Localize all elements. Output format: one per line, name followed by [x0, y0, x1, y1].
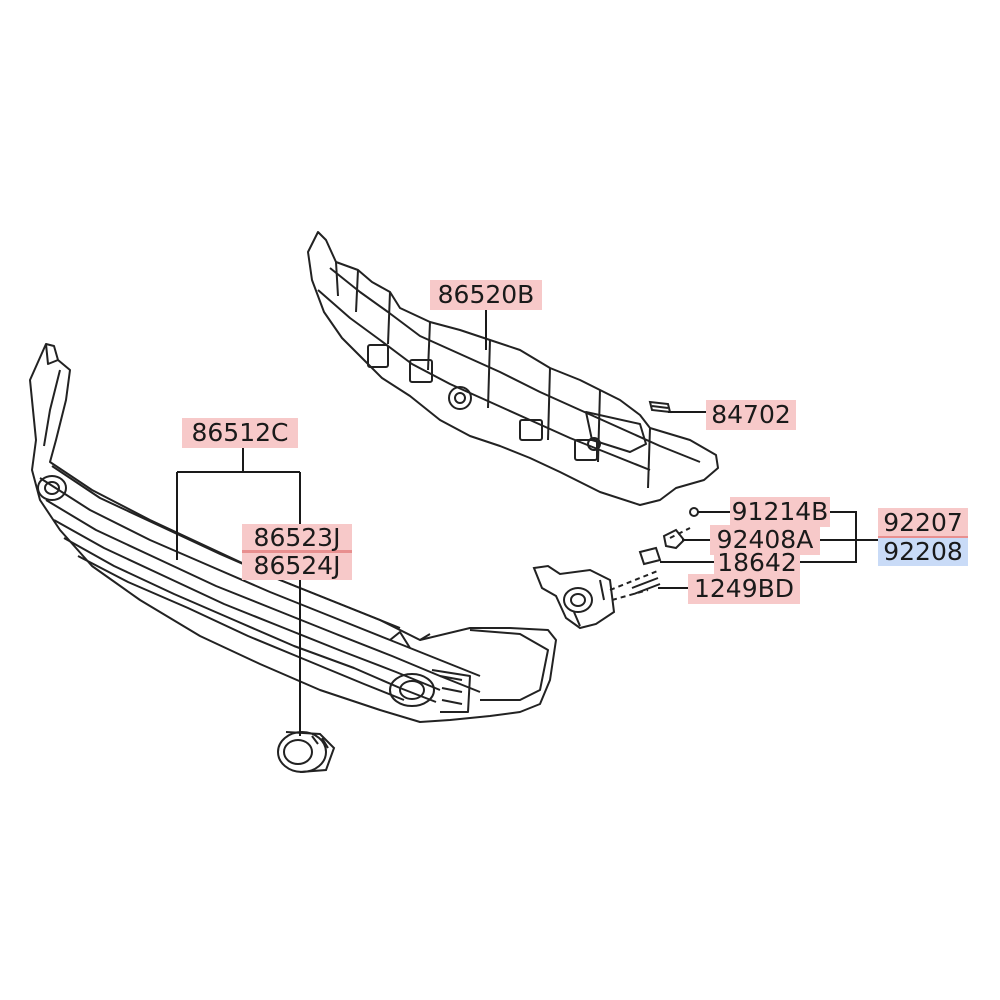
leader-lines [176, 308, 878, 736]
part-label-1249BD[interactable]: 1249BD [688, 574, 800, 604]
part-label-92208[interactable]: 92208 [878, 538, 968, 566]
fog-lamp-cover-drawing [277, 731, 336, 773]
clip-84702-drawing [648, 400, 672, 414]
part-label-86524J[interactable]: 86524J [242, 553, 352, 580]
part-label-86520B[interactable]: 86520B [430, 280, 542, 310]
lower-grille-drawing [29, 343, 557, 723]
part-label-84702[interactable]: 84702 [706, 400, 796, 430]
part-label-86512C[interactable]: 86512C [182, 418, 298, 448]
part-label-92207[interactable]: 92207 [878, 508, 968, 539]
fog-lamp-assembly-drawing [532, 507, 699, 630]
part-label-86523J[interactable]: 86523J [242, 524, 352, 553]
part-label-91214B[interactable]: 91214B [730, 497, 830, 527]
part-label-18642[interactable]: 18642 [714, 550, 800, 576]
bumper-absorber-drawing [307, 231, 719, 506]
part-label-92408A[interactable]: 92408A [710, 525, 820, 555]
